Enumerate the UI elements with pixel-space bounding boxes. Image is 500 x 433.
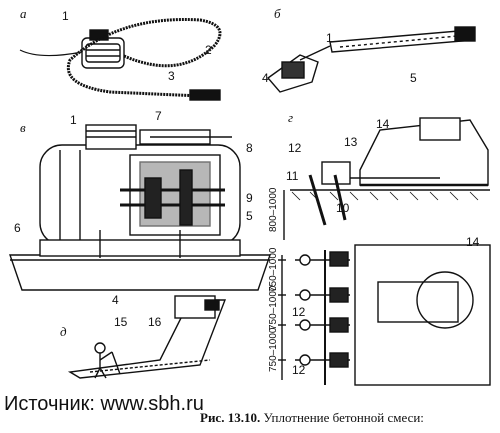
callout-a-1: 1 [62, 9, 69, 23]
dimension-spacing-1: 750–1000 [268, 247, 279, 292]
panel-g-section [278, 117, 491, 386]
callout-v-1: 1 [70, 113, 77, 127]
panel-a-vibrator [19, 18, 222, 101]
callout-d-15: 15 [114, 315, 128, 329]
callout-b-1: 1 [326, 31, 333, 45]
callout-g-10: 10 [336, 201, 350, 215]
panel-label-a: а [20, 6, 27, 21]
callout-b-4: 4 [262, 71, 269, 85]
callout-b-5: 5 [410, 71, 417, 85]
source-watermark: Источник: www.sbh.ru [4, 393, 204, 415]
callout-v-9: 9 [246, 191, 253, 205]
panel-b-vibrator [266, 26, 476, 93]
callout-g-12b: 12 [292, 305, 306, 319]
callout-g-13: 13 [344, 135, 358, 149]
figure-caption: Рис. 13.10. Уплотнение бетонной смеси: [200, 410, 424, 426]
panel-label-b: б [274, 6, 281, 21]
caption-text: Уплотнение бетонной смеси: [263, 410, 424, 425]
dimension-depth: 800–1000 [268, 187, 279, 232]
callout-g-11: 11 [286, 169, 299, 183]
callout-v-4: 4 [112, 293, 119, 307]
callout-v-6: 6 [14, 221, 21, 235]
figure-number: Рис. 13.10. [200, 410, 261, 425]
callout-v-5: 5 [246, 209, 253, 223]
panel-label-g: г [288, 110, 293, 125]
callout-a-2: 2 [205, 43, 212, 57]
callout-d-16: 16 [148, 315, 162, 329]
panel-label-v: в [20, 120, 26, 135]
callout-a-3: 3 [168, 69, 175, 83]
callout-g-12a: 12 [288, 141, 302, 155]
callout-g-14b: 14 [466, 235, 480, 249]
callout-v-8: 8 [246, 141, 253, 155]
panel-v-section [9, 124, 271, 291]
panel-label-d: д [60, 324, 67, 339]
callout-g-14a: 14 [376, 117, 390, 131]
dimension-spacing-3: 750–1000 [268, 327, 279, 372]
callout-g-12c: 12 [292, 363, 306, 377]
callout-v-7: 7 [155, 109, 162, 123]
panel-d-section [67, 295, 227, 379]
dimension-spacing-2: 750–1000 [268, 285, 279, 330]
